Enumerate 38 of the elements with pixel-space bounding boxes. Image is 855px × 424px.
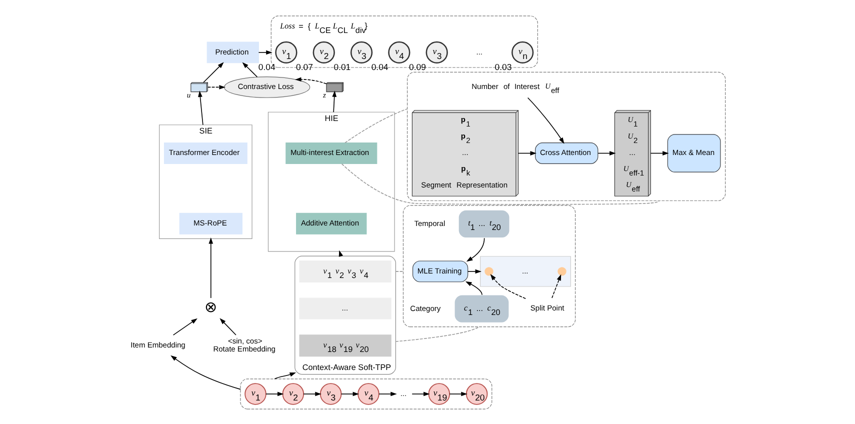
arrow [551, 274, 561, 298]
arrow [274, 372, 296, 379]
arrow [258, 50, 272, 54]
arrow [411, 391, 430, 396]
connector [394, 326, 480, 342]
arrow [265, 391, 284, 396]
arrow [208, 236, 213, 298]
connector [340, 163, 660, 204]
arrow [466, 237, 484, 262]
arrow [650, 150, 668, 155]
arrow [464, 280, 482, 295]
cluster [240, 378, 492, 409]
arrow [302, 391, 321, 396]
arrow [202, 62, 224, 82]
connector [394, 270, 404, 272]
arrow [378, 391, 396, 396]
arrow [242, 62, 258, 77]
node-circle [484, 266, 493, 276]
arrow [206, 84, 225, 89]
arrow [490, 274, 526, 298]
arrow [597, 150, 616, 155]
arrow [172, 318, 197, 335]
connector [344, 108, 408, 143]
arrow [332, 90, 336, 112]
cluster [406, 71, 726, 201]
cluster [480, 256, 570, 286]
cluster [402, 204, 576, 327]
arrow [517, 150, 536, 155]
node-circle [557, 266, 566, 276]
node-text: ⊗ [204, 298, 217, 316]
arrow [448, 391, 467, 396]
arrow [294, 76, 326, 84]
arrow [526, 96, 564, 144]
arrow [219, 318, 236, 335]
arrow [170, 354, 240, 390]
arrow [198, 90, 203, 125]
arrow [340, 391, 359, 396]
arrow [466, 268, 482, 274]
